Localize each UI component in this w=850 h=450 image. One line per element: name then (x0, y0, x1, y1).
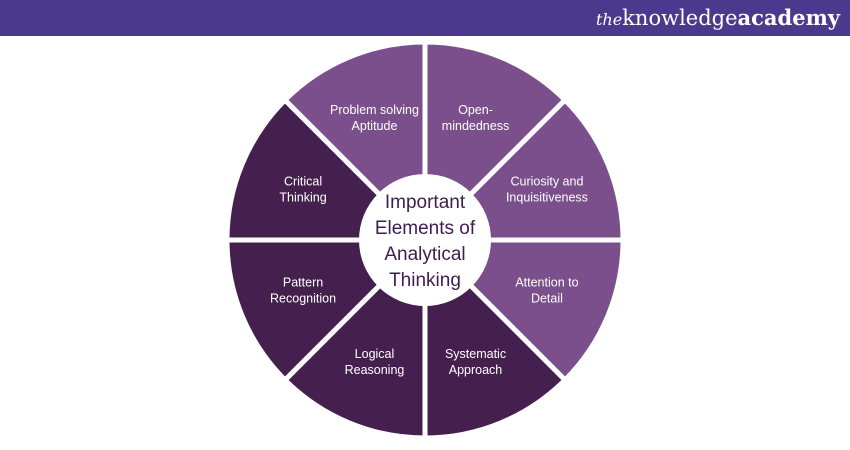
segment-label: Open-mindedness (442, 103, 509, 133)
logo-suffix: academy (737, 5, 840, 30)
brand-logo[interactable]: theknowledgeacademy (596, 4, 840, 34)
header-bar: theknowledgeacademy (0, 0, 850, 36)
logo-prefix: the (596, 10, 623, 29)
logo-mid: knowledge (622, 6, 738, 30)
center-hub (359, 174, 491, 306)
